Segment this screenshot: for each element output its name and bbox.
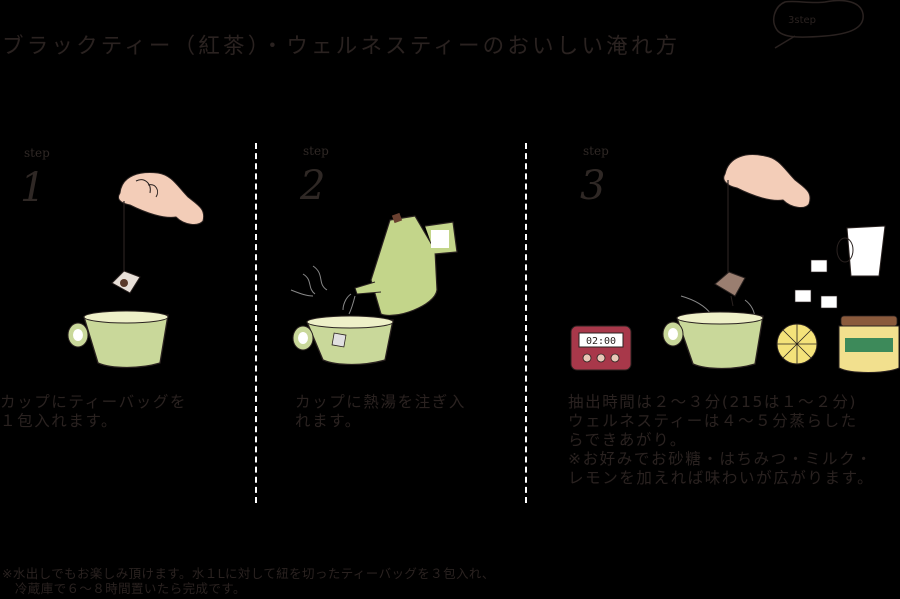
milk-pitcher-icon bbox=[836, 225, 886, 277]
kettle-icon bbox=[354, 212, 458, 316]
teabag-icon bbox=[111, 270, 141, 294]
cup-icon bbox=[67, 310, 169, 369]
cup-icon bbox=[662, 311, 764, 370]
step-label: step bbox=[303, 144, 329, 158]
step-description: カップに熱湯を注ぎ入 れます。 bbox=[295, 393, 467, 430]
sugar-cubes-icon bbox=[794, 259, 838, 309]
step-count-badge: 3step bbox=[788, 15, 816, 26]
step-number: 3 bbox=[580, 163, 606, 209]
page-title: ブラックティー（紅茶）・ウェルネスティーのおいしい淹れ方 bbox=[2, 34, 681, 59]
lemon-icon bbox=[776, 323, 818, 365]
step-divider bbox=[255, 143, 257, 503]
cup-icon bbox=[292, 315, 394, 365]
step-divider bbox=[525, 143, 527, 503]
timer-icon: 02:00 bbox=[570, 325, 632, 371]
cold-brew-note: ※水出しでもお楽しみ頂けます。水１Lに対して紐を切ったティーバッグを３包入れ、 … bbox=[2, 566, 495, 596]
honey-jar-icon bbox=[838, 315, 900, 373]
kettle-pouring-illustration bbox=[290, 212, 458, 365]
hand-icon bbox=[723, 154, 811, 208]
step3-illustration: 02:00 bbox=[570, 154, 900, 373]
step-label: step bbox=[583, 144, 609, 158]
timer-display: 02:00 bbox=[586, 336, 616, 347]
step-number: 2 bbox=[300, 163, 326, 209]
speech-bubble-icon bbox=[773, 0, 864, 49]
hand-teabag-cup-illustration bbox=[67, 172, 205, 369]
hand-icon bbox=[117, 172, 205, 225]
step-number: 1 bbox=[20, 165, 46, 211]
step-label: step bbox=[24, 146, 50, 160]
teabag-icon bbox=[714, 271, 746, 307]
step-description: 抽出時間は２～３分(215は１～２分) ウェルネスティーは４～５分蒸らした らで… bbox=[568, 393, 875, 487]
step-description: カップにティーバッグを １包入れます。 bbox=[0, 393, 188, 430]
